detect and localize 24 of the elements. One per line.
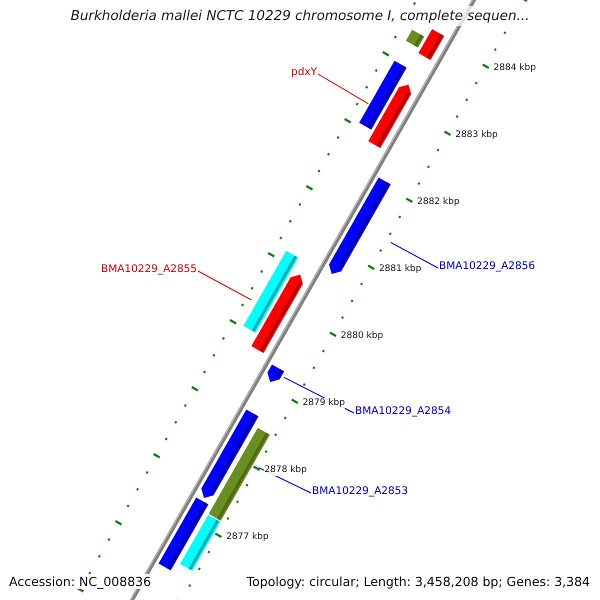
- tick-label: 2882 kbp: [417, 196, 460, 208]
- gene-label: BMA10229_A2856: [439, 260, 536, 273]
- leader-line: [198, 270, 252, 300]
- tick-label: 2883 kbp: [455, 130, 498, 141]
- tick-label: 2881 kbp: [378, 264, 422, 275]
- leader-line: [318, 74, 369, 104]
- gene-feature: [368, 84, 412, 148]
- gene-feature: [180, 514, 220, 571]
- footer-text: Topology: circular; Length: 3,458,208 bp; Genes: 3,384: [244, 574, 592, 589]
- gene-feature: [418, 29, 444, 60]
- tick-label: 2878 kbp: [264, 464, 307, 476]
- gene-feature: [267, 364, 284, 382]
- leader-line: [390, 242, 438, 268]
- gene-feature: [406, 30, 424, 48]
- gene-label: BMA10229_A2855: [100, 263, 197, 276]
- gene-label: BMA10229_A2853: [312, 485, 408, 498]
- gene-feature: [251, 274, 303, 354]
- tick-label: 2884 kbp: [494, 62, 536, 74]
- tick-label: 2880 kbp: [340, 330, 384, 342]
- gene-label: BMA10229_A2854: [355, 405, 452, 418]
- gene-label: pdxY: [291, 66, 317, 79]
- tick-label: 2877 kbp: [226, 532, 269, 543]
- footer-text: Accession: NC_008836: [7, 574, 154, 589]
- tick-label: 2879 kbp: [302, 398, 345, 409]
